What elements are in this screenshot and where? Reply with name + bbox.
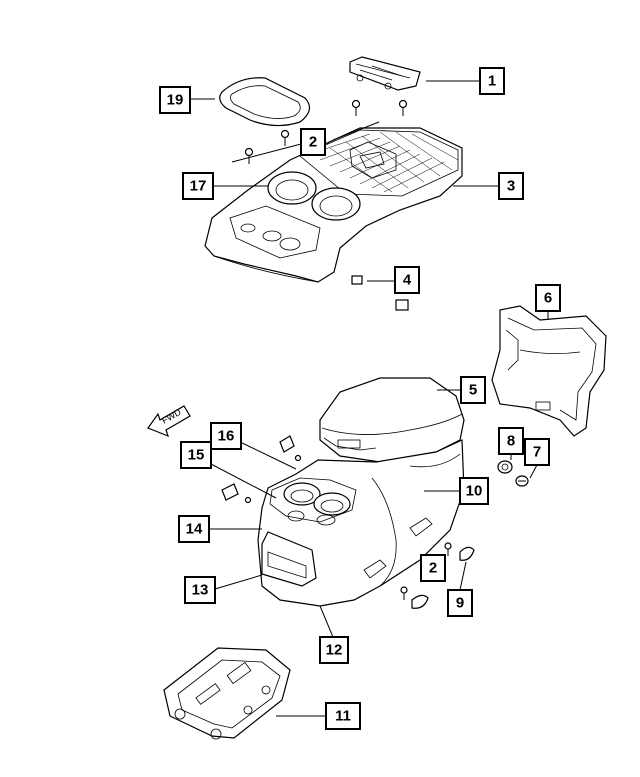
callout-2-lower: 2 xyxy=(420,554,446,582)
leader-lines xyxy=(190,80,549,717)
callout-3: 3 xyxy=(498,172,524,200)
callout-14: 14 xyxy=(178,515,210,543)
part-11-bracket xyxy=(163,647,291,740)
callout-1: 1 xyxy=(479,67,505,95)
svg-text:6: 6 xyxy=(544,290,552,307)
svg-text:14: 14 xyxy=(186,521,203,538)
callout-10: 10 xyxy=(459,477,489,505)
callout-6: 6 xyxy=(535,284,561,312)
part-19-bezel xyxy=(219,77,311,127)
callout-15: 15 xyxy=(180,441,212,469)
callout-7: 7 xyxy=(524,438,550,466)
callout-8: 8 xyxy=(498,427,524,455)
svg-text:17: 17 xyxy=(190,178,207,195)
callout-13: 13 xyxy=(184,576,216,604)
callout-9: 9 xyxy=(447,589,473,617)
part-16-clip xyxy=(279,435,302,462)
part-8-knob xyxy=(497,460,513,474)
callout-16: 16 xyxy=(210,422,242,450)
svg-text:19: 19 xyxy=(167,92,184,109)
svg-text:1: 1 xyxy=(488,73,496,90)
part-15-clip xyxy=(221,483,252,504)
svg-text:10: 10 xyxy=(466,483,483,500)
svg-text:2: 2 xyxy=(309,134,317,151)
svg-text:9: 9 xyxy=(456,595,464,612)
svg-text:3: 3 xyxy=(507,178,515,195)
fwd-direction-arrow: FWD xyxy=(147,405,191,438)
screws-part-2-upper xyxy=(244,99,408,164)
svg-text:4: 4 xyxy=(403,272,412,289)
callout-19: 19 xyxy=(159,86,191,114)
svg-text:11: 11 xyxy=(335,708,351,725)
part-1-trim-strip xyxy=(349,56,421,91)
svg-text:13: 13 xyxy=(192,582,209,599)
svg-text:15: 15 xyxy=(188,447,205,464)
svg-text:12: 12 xyxy=(326,642,343,659)
fasteners-lower xyxy=(400,542,475,609)
svg-text:8: 8 xyxy=(507,433,515,450)
part-10-console-body xyxy=(257,377,465,607)
callout-2-upper: 2 xyxy=(300,128,326,156)
svg-text:5: 5 xyxy=(469,382,477,399)
callout-17: 17 xyxy=(182,172,214,200)
callout-11: 11 xyxy=(325,702,361,730)
svg-text:16: 16 xyxy=(218,428,235,445)
callout-4: 4 xyxy=(394,266,420,294)
svg-text:7: 7 xyxy=(533,444,541,461)
part-4-clips xyxy=(351,275,409,311)
svg-text:2: 2 xyxy=(429,560,437,577)
part-7-clip xyxy=(515,475,529,487)
part-3-console-bezel xyxy=(204,127,463,283)
callout-12: 12 xyxy=(319,636,349,664)
callout-5: 5 xyxy=(460,376,486,404)
part-6-side-panel xyxy=(491,305,607,437)
